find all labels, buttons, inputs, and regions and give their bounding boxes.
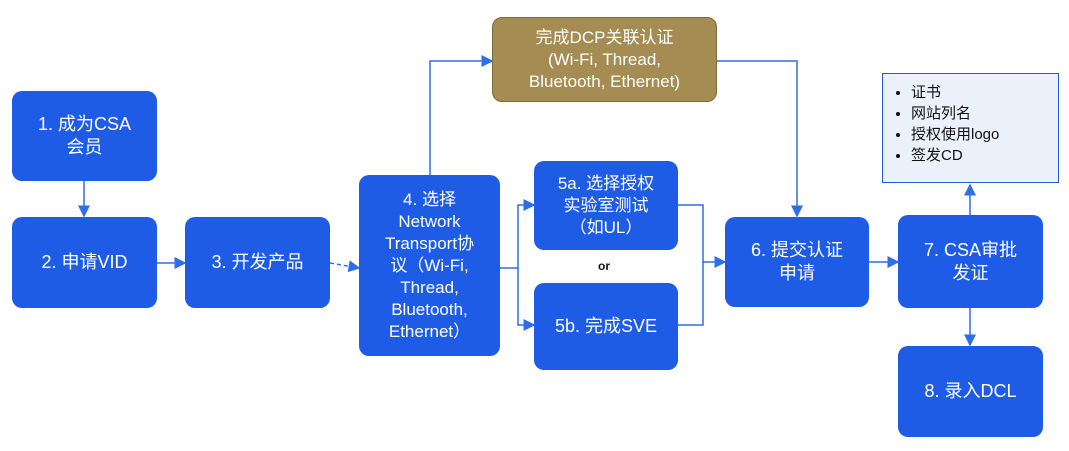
step-7-csa-approve: 7. CSA审批 发证 — [898, 215, 1043, 308]
arrow-4-to-5a — [500, 199, 536, 269]
deliverable-item: 网站列名 — [911, 103, 1048, 124]
arrow-5b-to-6 — [678, 262, 704, 326]
step-5b-complete-sve: 5b. 完成SVE — [534, 283, 678, 370]
step-5a-lab-test: 5a. 选择授权 实验室测试 （如UL） — [534, 161, 678, 250]
arrow-5a-to-6 — [678, 204, 727, 268]
deliverable-item: 授权使用logo — [911, 124, 1048, 145]
step-3-develop-product: 3. 开发产品 — [185, 217, 330, 308]
step-1-become-member: 1. 成为CSA 会员 — [12, 91, 157, 181]
dcp-certification: 完成DCP关联认证 (Wi-Fi, Thread, Bluetooth, Eth… — [492, 17, 717, 102]
arrow-4-to-5b — [517, 268, 536, 331]
arrow-3-to-4 — [329, 260, 361, 273]
step-6-submit-application: 6. 提交认证 申请 — [725, 217, 869, 307]
step-8-register-dcl: 8. 录入DCL — [898, 346, 1043, 437]
arrow-dcp-to-6 — [717, 60, 803, 218]
deliverable-item: 证书 — [911, 82, 1048, 103]
step-4-select-transport: 4. 选择 Network Transport协 议（Wi-Fi, Thread… — [359, 175, 500, 356]
step-2-apply-vid: 2. 申请VID — [12, 217, 157, 308]
deliverables-list: 证书 网站列名 授权使用logo 签发CD — [882, 73, 1059, 183]
arrow-4-to-dcp — [429, 55, 494, 175]
or-label: or — [598, 259, 610, 273]
deliverable-item: 签发CD — [911, 145, 1048, 166]
